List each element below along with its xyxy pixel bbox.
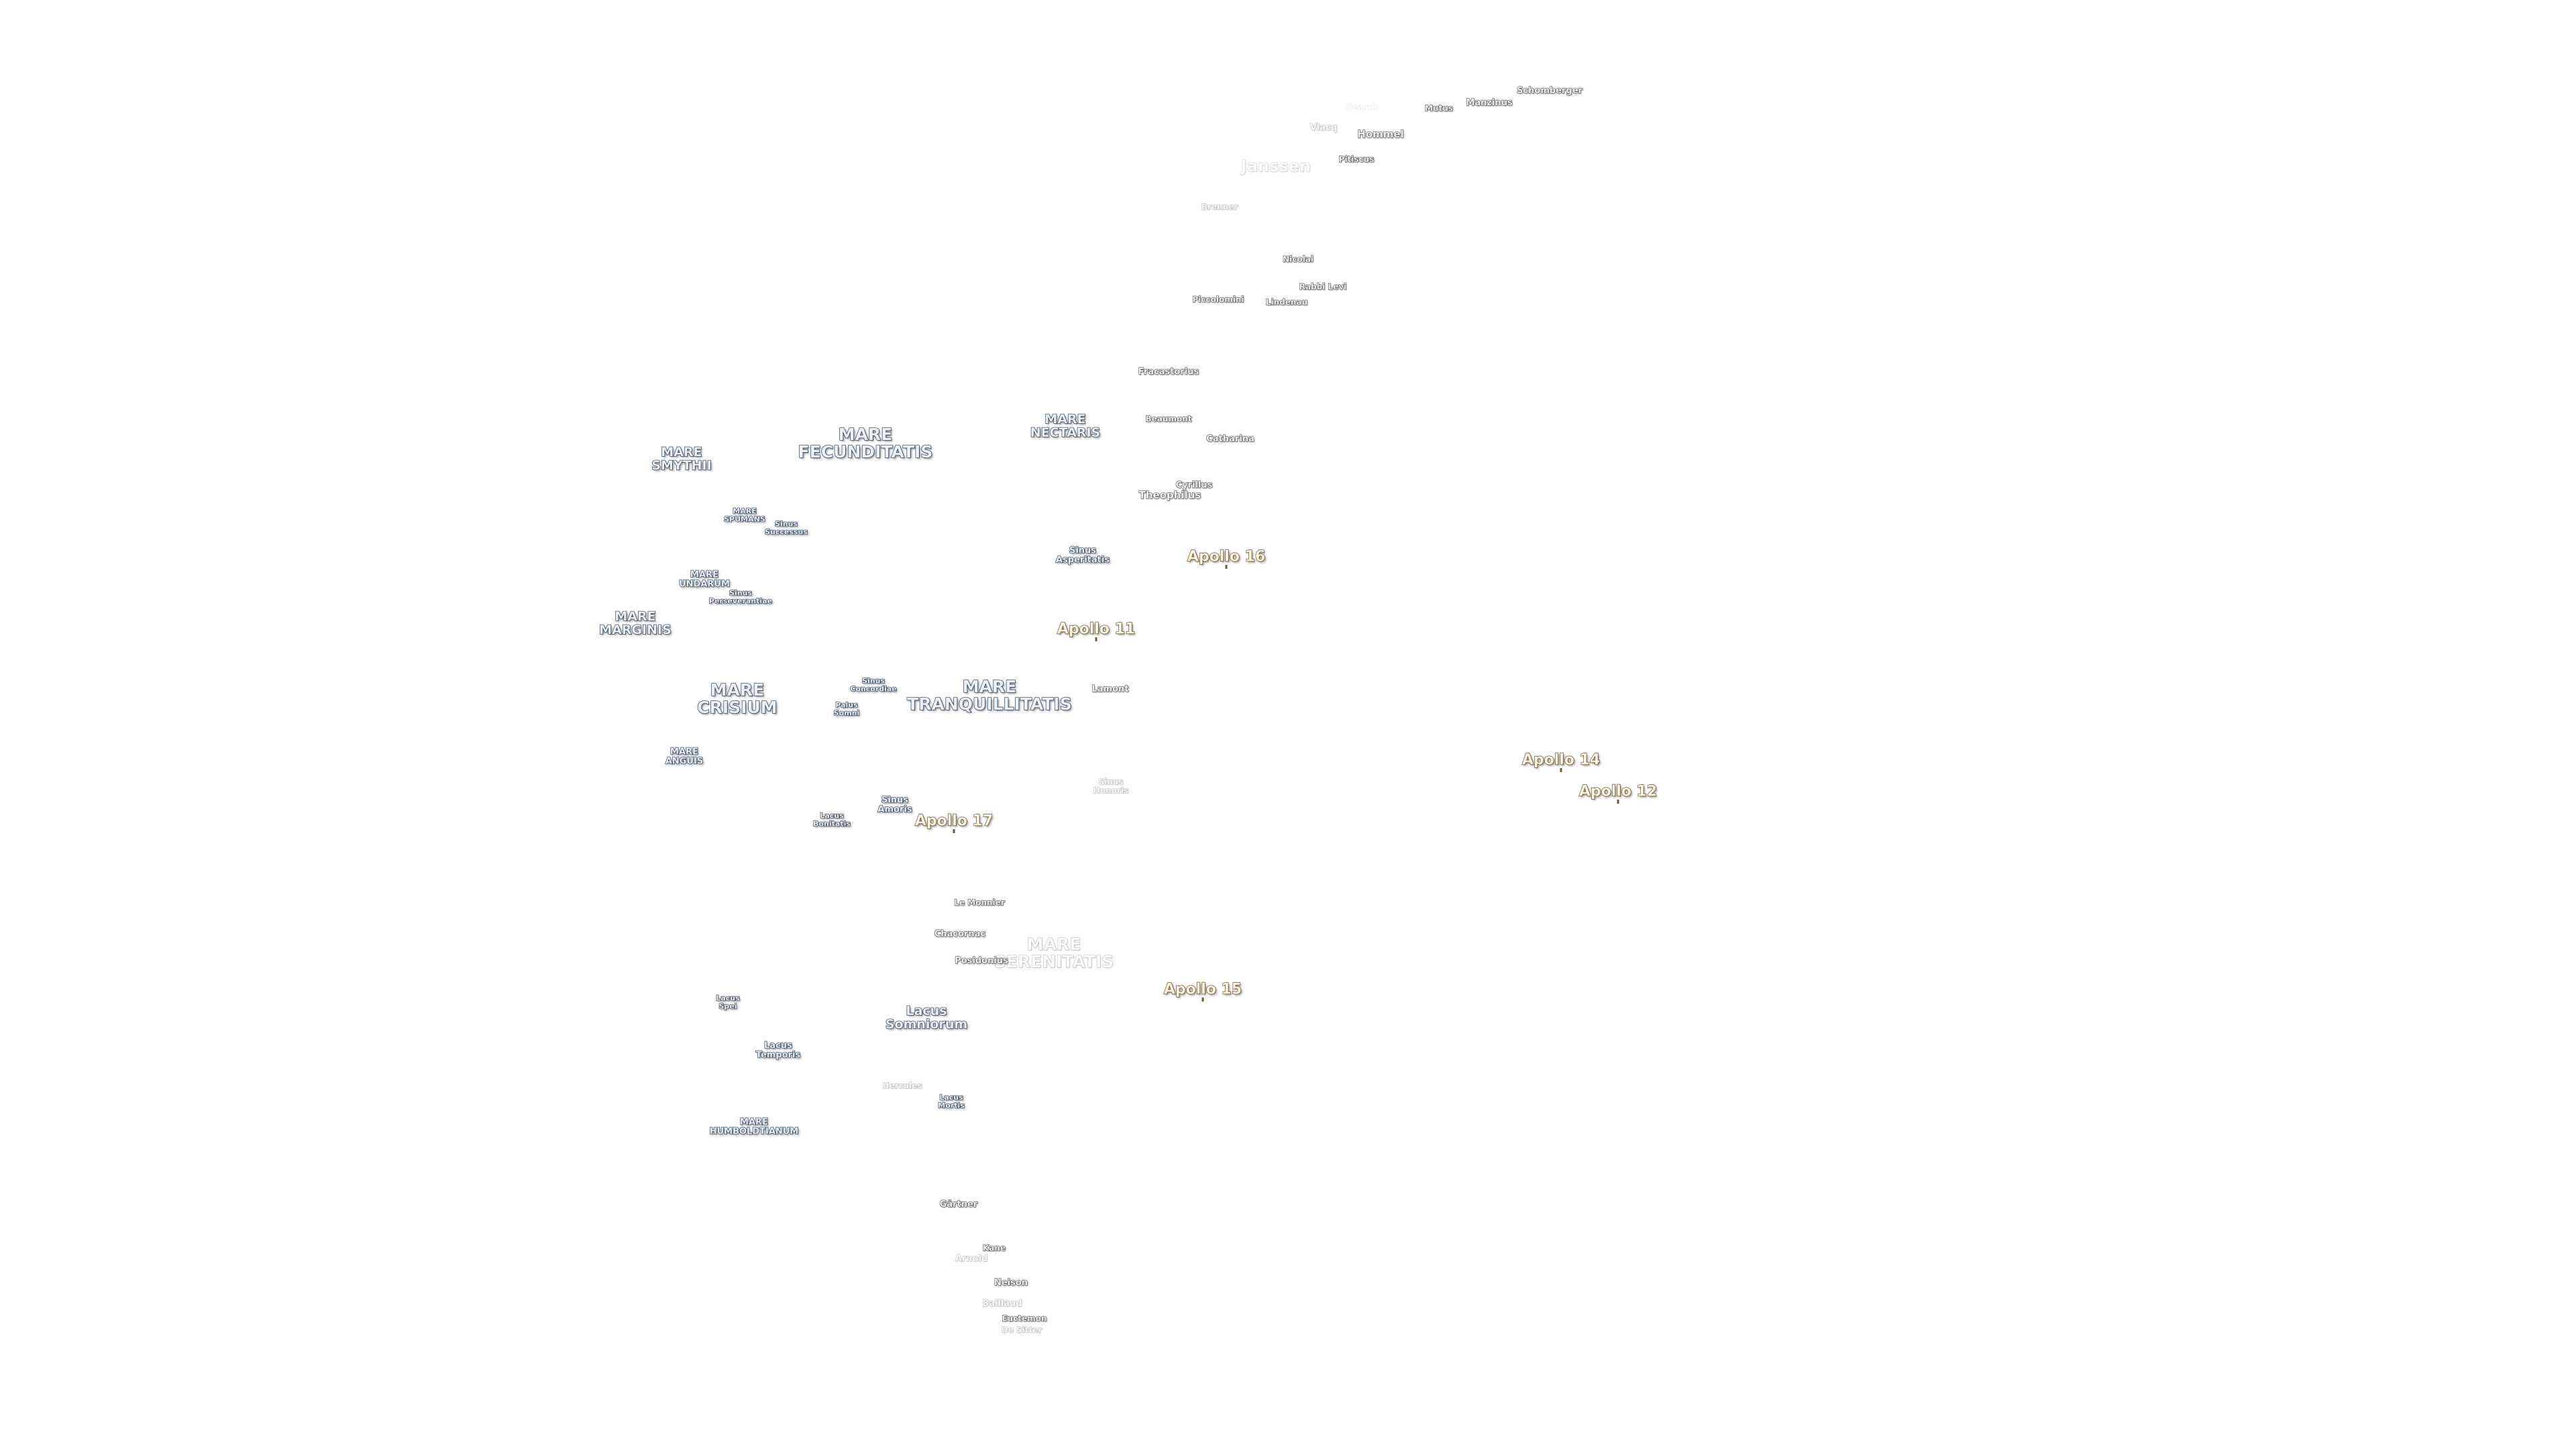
label-crater-catharina[interactable]: Catharina	[1206, 434, 1255, 445]
label-crater-nearch[interactable]: Nearch	[1346, 102, 1379, 112]
label-crater-gartner[interactable]: Gärtner	[939, 1199, 978, 1210]
label-crater-nicolai[interactable]: Nicolai	[1282, 254, 1313, 264]
label-palus-somni[interactable]: Palus Somni	[833, 700, 860, 717]
label-crater-vlacq[interactable]: Vlacq	[1309, 123, 1338, 133]
label-crater-lindenau[interactable]: Lindenau	[1265, 297, 1308, 307]
label-mare-serenitatis[interactable]: MARE SERENITATIS	[994, 934, 1114, 971]
label-crater-beaumont[interactable]: Beaumont	[1145, 414, 1192, 424]
label-apollo-11[interactable]: Apollo 11	[1057, 621, 1136, 638]
label-sinus-perseverantiae[interactable]: Sinus Perseverantiae	[708, 588, 773, 605]
label-crater-rabbi-levi[interactable]: Rabbi Levi	[1299, 282, 1347, 292]
label-crater-chacornac[interactable]: Chacornac	[934, 929, 986, 940]
label-crater-piccolomini[interactable]: Piccolomini	[1192, 294, 1244, 305]
label-mare-tranquillitatis[interactable]: MARE TRANQUILLITATIS	[906, 676, 1072, 714]
label-sinus-concordiae[interactable]: Sinus Concordiae	[849, 676, 897, 693]
label-apollo-15[interactable]: Apollo 15	[1163, 981, 1242, 998]
label-crater-hommel[interactable]: Hommel	[1357, 128, 1405, 141]
apollo-12-marker	[1617, 800, 1619, 804]
label-mare-spumans[interactable]: MARE SPUMANS	[723, 506, 765, 523]
label-mare-crisium[interactable]: MARE CRISIUM	[697, 680, 778, 717]
label-crater-le-monnier[interactable]: Le Monnier	[954, 898, 1006, 908]
label-crater-brenner[interactable]: Brenner	[1201, 202, 1238, 212]
apollo-17-marker	[953, 829, 955, 833]
label-lacus-spei[interactable]: Lacus Spei	[716, 994, 741, 1010]
label-crater-de-sitter[interactable]: De Sitter	[1001, 1325, 1042, 1335]
label-crater-baillaud[interactable]: Baillaud	[982, 1299, 1022, 1309]
label-crater-posidonius[interactable]: Posidonius	[955, 956, 1009, 967]
label-apollo-16[interactable]: Apollo 16	[1187, 548, 1266, 566]
label-lacus-temporis[interactable]: Lacus Temporis	[755, 1040, 801, 1060]
label-crater-cyrillus[interactable]: Cyrillus	[1175, 480, 1213, 491]
label-apollo-12[interactable]: Apollo 12	[1578, 783, 1658, 800]
label-apollo-17[interactable]: Apollo 17	[914, 812, 994, 830]
label-crater-kane[interactable]: Kane	[982, 1243, 1006, 1253]
label-crater-lamont[interactable]: Lamont	[1091, 684, 1129, 695]
label-mare-marginis[interactable]: MARE MARGINIS	[598, 609, 672, 637]
label-lacus-somniorum[interactable]: Lacus Somniorum	[885, 1004, 968, 1032]
label-mare-humboldtianum[interactable]: MARE HUMBOLDTIANUM	[709, 1117, 799, 1136]
label-crater-theophilus[interactable]: Theophilus	[1138, 489, 1201, 502]
label-crater-mutus[interactable]: Mutus	[1424, 103, 1453, 113]
label-mare-undarum[interactable]: MARE UNDARUM	[678, 570, 730, 589]
label-crater-fracastorius[interactable]: Fracastorius	[1138, 367, 1199, 378]
label-mare-smythii[interactable]: MARE SMYTHII	[651, 445, 712, 473]
label-mare-nectaris[interactable]: MARE NECTARIS	[1030, 412, 1101, 440]
label-apollo-14[interactable]: Apollo 14	[1521, 751, 1601, 769]
label-lacus-bonitatis[interactable]: Lacus Bonitatis	[812, 811, 851, 828]
label-mare-anguis[interactable]: MARE ANGUIS	[665, 747, 704, 766]
label-sinus-honoris[interactable]: Sinus Honoris	[1093, 777, 1129, 795]
label-crater-hercules[interactable]: Hercules	[882, 1081, 922, 1091]
label-lacus-mortis[interactable]: Lacus Mortis	[937, 1093, 965, 1110]
label-crater-arnold[interactable]: Arnold	[955, 1254, 988, 1265]
label-sinus-asperitatis[interactable]: Sinus Asperitatis	[1055, 545, 1110, 565]
apollo-14-marker	[1560, 768, 1562, 772]
label-sinus-successus[interactable]: Sinus Successus	[764, 519, 808, 536]
label-crater-janssen[interactable]: Janssen	[1240, 156, 1311, 176]
apollo-11-marker	[1095, 637, 1097, 641]
label-crater-pitiscus[interactable]: Pitiscus	[1338, 154, 1375, 164]
label-crater-schomberger[interactable]: Schomberger	[1516, 86, 1582, 97]
label-mare-fecunditatis[interactable]: MARE FECUNDITATIS	[798, 424, 933, 462]
apollo-15-marker	[1201, 998, 1204, 1002]
label-crater-manzinus[interactable]: Manzinus	[1466, 98, 1513, 109]
label-sinus-amoris[interactable]: Sinus Amoris	[877, 795, 913, 814]
label-crater-neison[interactable]: Neison	[994, 1278, 1028, 1289]
label-crater-euctemon[interactable]: Euctemon	[1002, 1313, 1047, 1324]
apollo-16-marker	[1225, 565, 1228, 569]
